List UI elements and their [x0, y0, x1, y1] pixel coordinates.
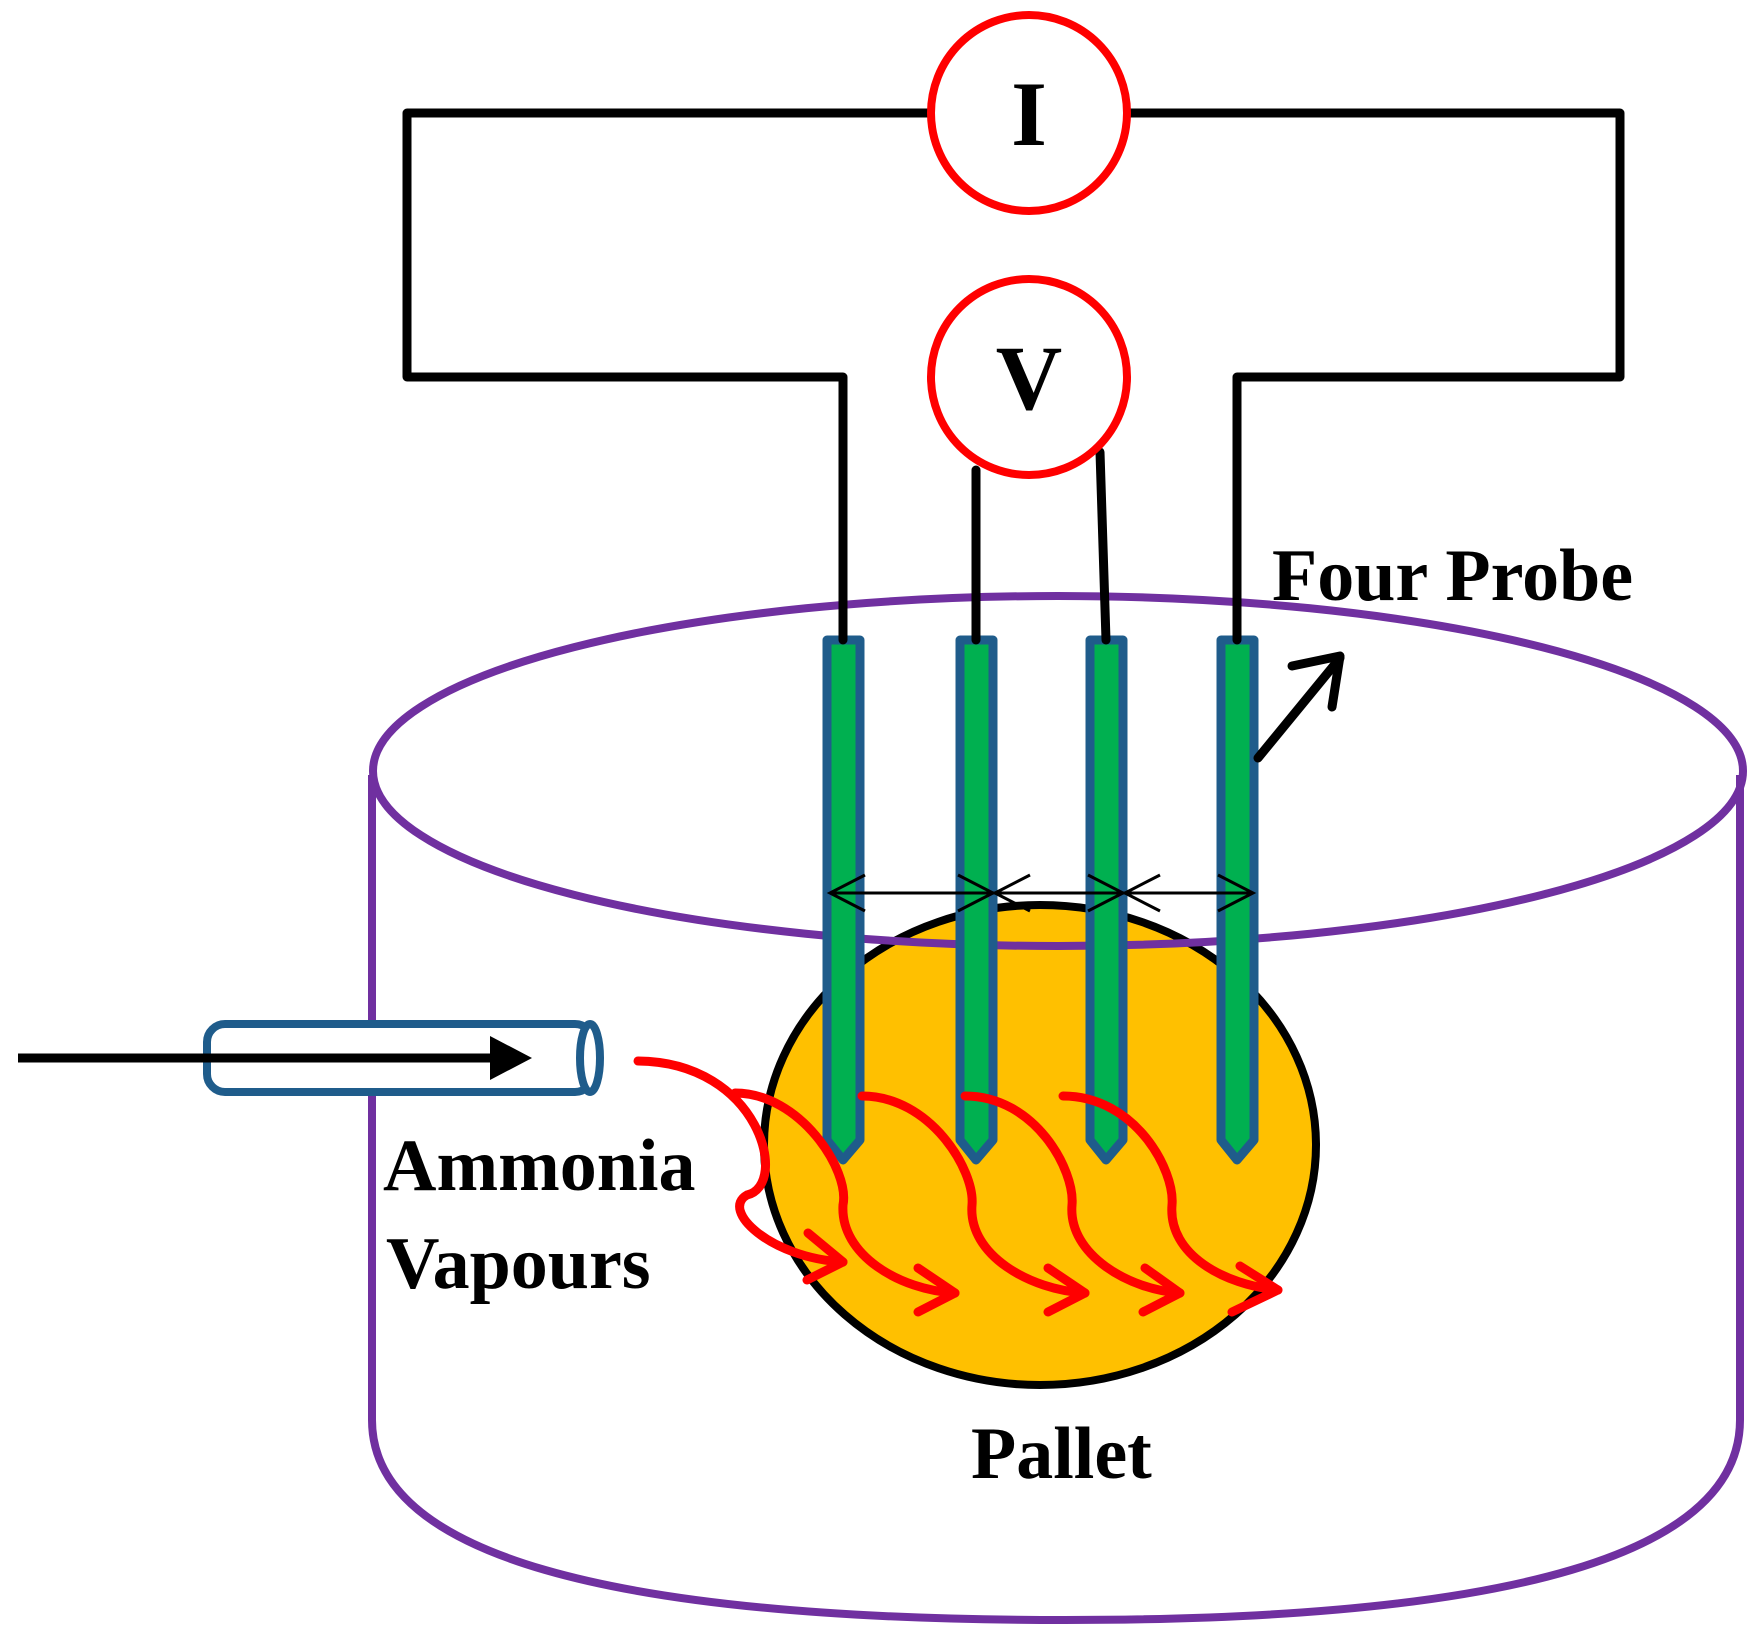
vapour-arrow-3	[857, 1091, 1090, 1317]
wire-current-right	[1124, 108, 1625, 645]
vapour-arrow-2	[730, 1088, 960, 1317]
pallet-label: Pallet	[971, 1413, 1152, 1495]
circuit-wires	[402, 108, 1625, 645]
ammonia-vapours-label-line2: Vapours	[386, 1223, 651, 1305]
probe-spacing-arrows	[826, 873, 1257, 913]
ammeter-label: I	[1011, 63, 1047, 165]
vapour-flow-arrows	[633, 1056, 1283, 1317]
chamber-rim	[369, 592, 1747, 950]
inlet-flow-arrow	[18, 1036, 532, 1080]
ammonia-vapours-label-line1: Ammonia	[383, 1125, 695, 1207]
chamber-body	[368, 775, 1744, 1625]
wire-current-left	[402, 108, 934, 645]
chamber	[368, 775, 1744, 1625]
four-probe-label: Four Probe	[1272, 535, 1633, 617]
vapour-arrow-5	[1058, 1091, 1283, 1317]
wire-voltage-right	[1095, 447, 1111, 645]
ammeter: I	[927, 11, 1131, 215]
vapour-arrow-4	[960, 1091, 1185, 1317]
four-probe-pointer-arrow	[1253, 651, 1345, 763]
voltmeter-label: V	[996, 327, 1062, 429]
voltmeter: V	[927, 275, 1131, 479]
vapour-arrow-1	[633, 1056, 848, 1285]
inlet-tube-mouth	[576, 1020, 604, 1096]
